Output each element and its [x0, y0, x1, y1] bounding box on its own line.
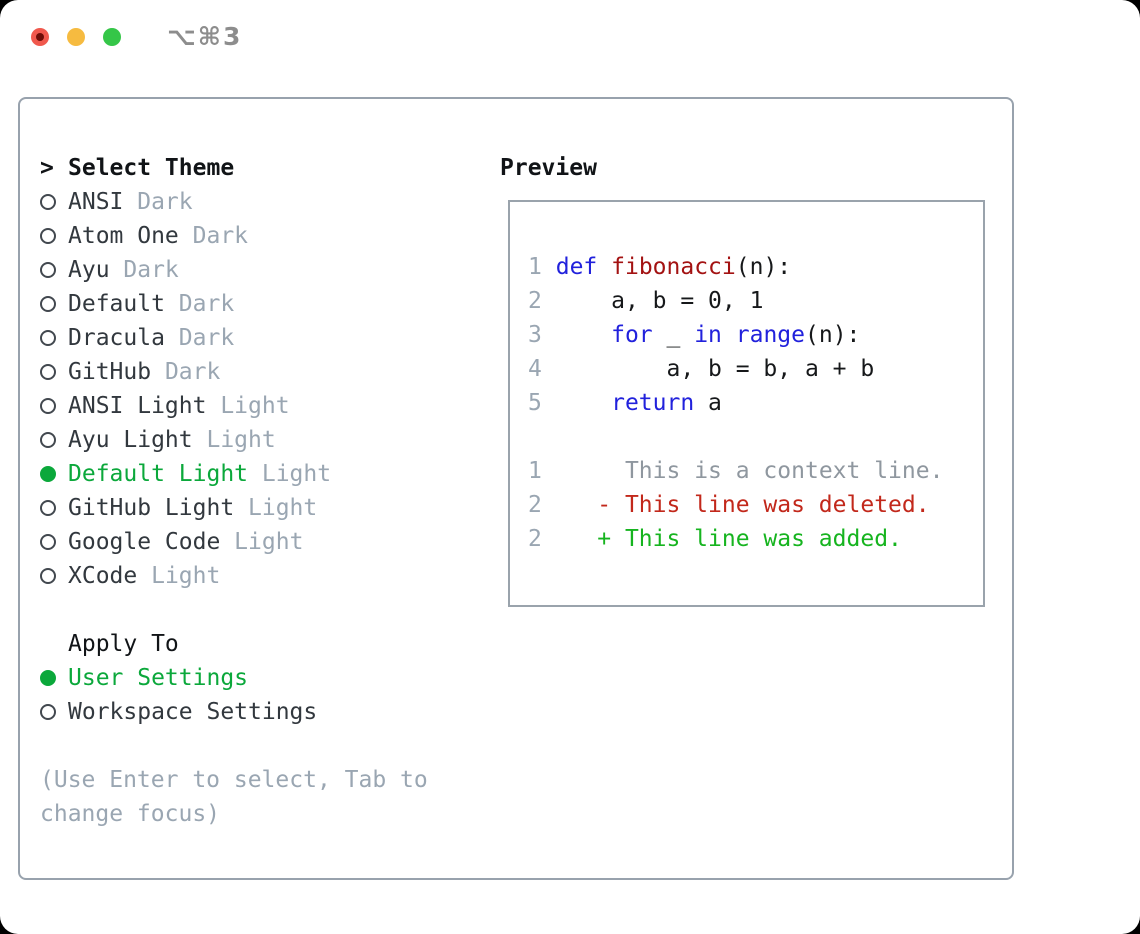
option-label: Default	[68, 291, 165, 317]
apply-to-header: Apply To	[40, 627, 480, 661]
radio-icon	[40, 330, 68, 346]
option-variant-label: Light	[248, 461, 332, 487]
select-theme-label: Select Theme	[68, 155, 235, 181]
theme-option-default-light[interactable]: Default Light Light	[40, 457, 480, 491]
option-label: Google Code	[68, 529, 221, 555]
theme-option-ayu[interactable]: Ayu Dark	[40, 253, 480, 287]
option-label: Ayu	[68, 257, 110, 283]
apply-to-label: Apply To	[68, 631, 179, 657]
theme-option-xcode[interactable]: XCode Light	[40, 559, 480, 593]
option-variant-label: Light	[206, 393, 290, 419]
radio-icon	[40, 228, 68, 244]
titlebar: ⌥⌘3	[0, 0, 1140, 70]
option-variant-label: Dark	[109, 257, 179, 283]
option-label: User Settings	[68, 665, 249, 691]
theme-option-google-code[interactable]: Google Code Light	[40, 525, 480, 559]
option-variant-label: Dark	[151, 359, 221, 385]
option-variant-label: Light	[234, 495, 318, 521]
code-line: 5 return a	[528, 390, 722, 416]
option-label: GitHub Light	[68, 495, 235, 521]
option-label: Default Light	[68, 461, 249, 487]
option-label: Dracula	[68, 325, 165, 351]
radio-selected-icon	[40, 466, 68, 482]
option-label: Workspace Settings	[68, 699, 318, 725]
code-line: 2 + This line was added.	[528, 526, 902, 552]
radio-icon	[40, 296, 68, 312]
option-variant-label: Dark	[164, 291, 235, 317]
option-label: XCode	[68, 563, 138, 589]
theme-option-ansi[interactable]: ANSI Dark	[40, 185, 480, 219]
code-line: 4 a, b = b, a + b	[528, 356, 875, 382]
focus-chevron-icon: >	[40, 155, 54, 181]
window-title: ⌥⌘3	[167, 22, 243, 51]
apply-option-user-settings[interactable]: User Settings	[40, 661, 480, 695]
code-line: 1 def fibonacci(n):	[528, 254, 792, 280]
apply-option-workspace-settings[interactable]: Workspace Settings	[40, 695, 480, 729]
theme-option-dracula[interactable]: Dracula Dark	[40, 321, 480, 355]
radio-icon	[40, 432, 68, 448]
option-variant-label: Light	[220, 529, 304, 555]
option-variant-label: Dark	[178, 223, 249, 249]
theme-option-github-light[interactable]: GitHub Light Light	[40, 491, 480, 525]
option-label: GitHub	[68, 359, 152, 385]
theme-option-atom-one[interactable]: Atom One Dark	[40, 219, 480, 253]
radio-icon	[40, 534, 68, 550]
code-line: 2 - This line was deleted.	[528, 492, 930, 518]
theme-option-github[interactable]: GitHub Dark	[40, 355, 480, 389]
radio-icon	[40, 262, 68, 278]
option-label: Ayu Light	[68, 427, 193, 453]
close-button[interactable]	[31, 28, 49, 46]
theme-option-default[interactable]: Default Dark	[40, 287, 480, 321]
option-variant-label: Light	[192, 427, 276, 453]
code-line: 1 This is a context line.	[528, 458, 944, 484]
option-variant-label: Light	[137, 563, 221, 589]
theme-option-ayu-light[interactable]: Ayu Light Light	[40, 423, 480, 457]
preview-code-box: 1 def fibonacci(n): 2 a, b = 0, 1 3 for _ …	[508, 200, 985, 607]
option-label: ANSI Light	[68, 393, 207, 419]
spacer	[40, 593, 480, 627]
radio-icon	[40, 500, 68, 516]
code-preview: 1 def fibonacci(n): 2 a, b = 0, 1 3 for _ …	[510, 202, 983, 556]
option-variant-label: Dark	[123, 189, 193, 215]
zoom-button[interactable]	[103, 28, 121, 46]
option-variant-label: Dark	[164, 325, 235, 351]
close-dot-icon	[36, 33, 44, 41]
radio-icon	[40, 704, 68, 720]
theme-option-ansi-light[interactable]: ANSI Light Light	[40, 389, 480, 423]
code-line	[528, 420, 983, 454]
option-label: ANSI	[68, 189, 124, 215]
help-text: (Use Enter to select, Tab to change focu…	[40, 767, 428, 827]
code-line: 2 a, b = 0, 1	[528, 288, 764, 314]
radio-icon	[40, 568, 68, 584]
radio-icon	[40, 194, 68, 210]
radio-icon	[40, 364, 68, 380]
select-theme-header: > Select Theme	[40, 151, 480, 185]
radio-icon	[40, 398, 68, 414]
preview-label: Preview	[500, 155, 597, 181]
code-line: 3 for _ in range(n):	[528, 322, 861, 348]
spacer	[40, 729, 480, 763]
radio-selected-icon	[40, 670, 68, 686]
minimize-button[interactable]	[67, 28, 85, 46]
option-label: Atom One	[68, 223, 179, 249]
